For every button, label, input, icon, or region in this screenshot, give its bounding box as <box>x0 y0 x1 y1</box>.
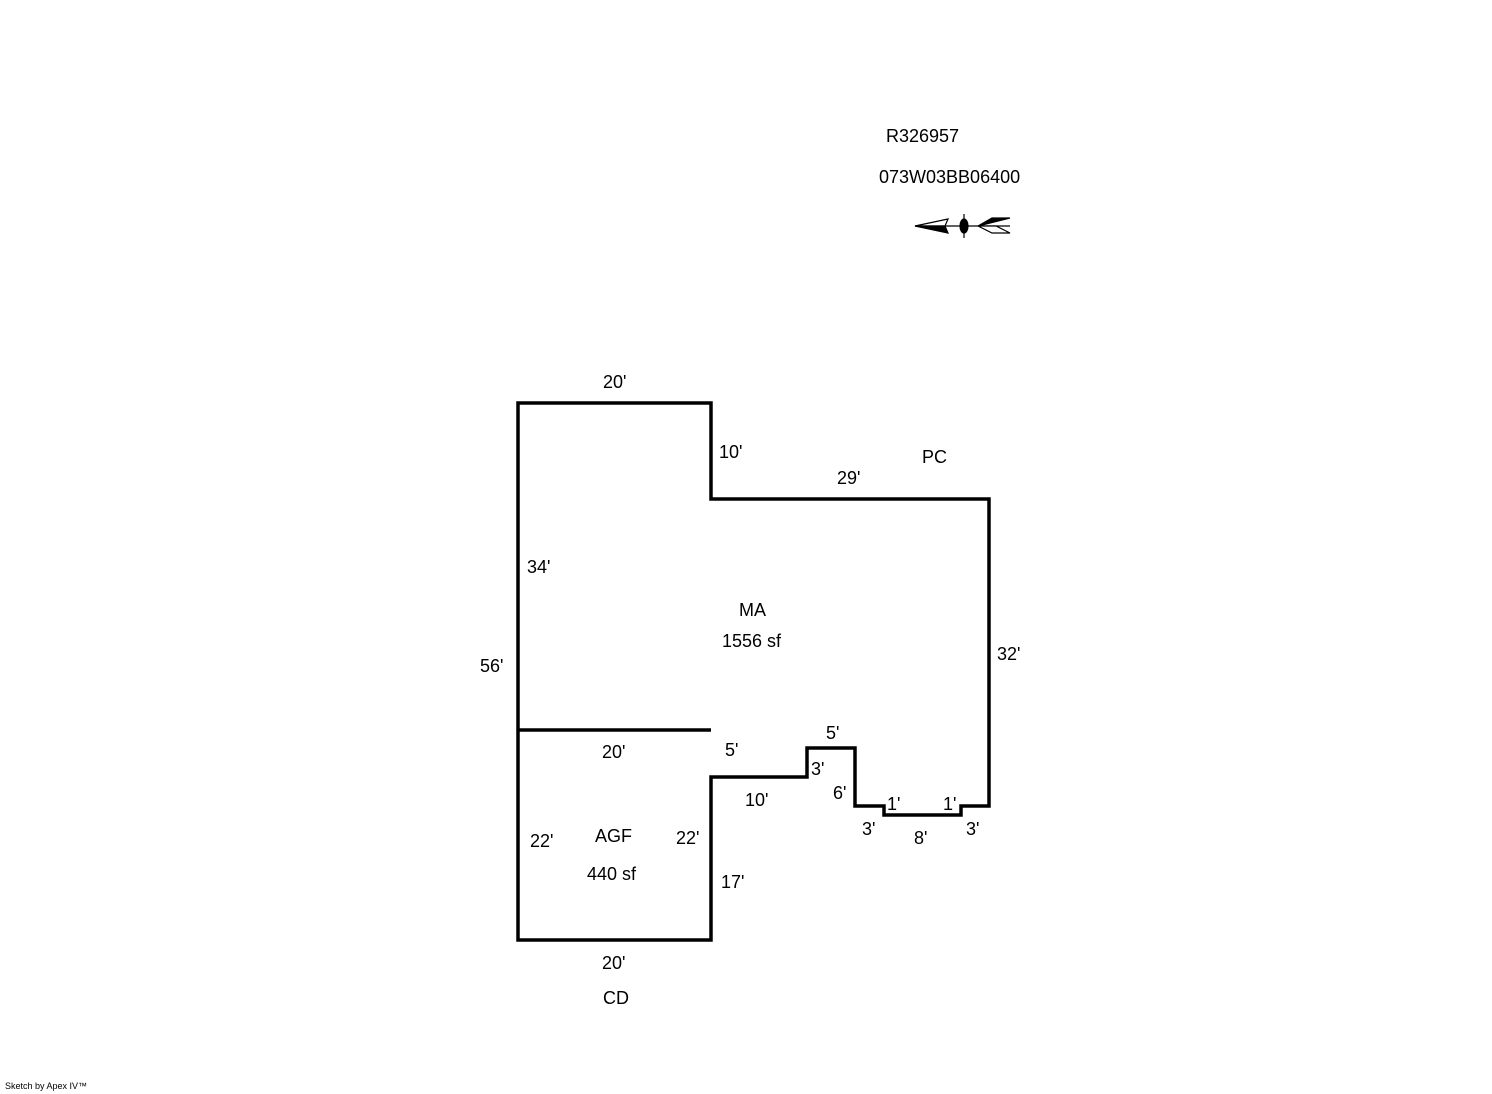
sketch-credit: Sketch by Apex IV™ <box>5 1081 88 1091</box>
dim-step-6: 6' <box>833 783 846 803</box>
area-ma-code: MA <box>739 600 766 620</box>
dim-step-1-right: 1' <box>943 794 956 814</box>
area-agf-code: AGF <box>595 826 632 846</box>
dim-step-3-right: 3' <box>966 819 979 839</box>
dim-step-3-left: 3' <box>862 819 875 839</box>
building-outline <box>516 401 991 942</box>
dim-ma-notch: 10' <box>719 442 742 462</box>
dim-step-8: 8' <box>914 828 927 848</box>
dim-agf-left: 22' <box>530 831 553 851</box>
map-tax-lot: 073W03BB06400 <box>879 167 1020 187</box>
dim-ma-upper-right: 29' <box>837 468 860 488</box>
label-pc: PC <box>922 447 947 467</box>
dim-step-3: 3' <box>811 759 824 779</box>
dim-ma-left-upper: 34' <box>527 557 550 577</box>
area-ma-size: 1556 sf <box>722 631 782 651</box>
dim-step-5-top: 5' <box>826 723 839 743</box>
dim-agf-side-17: 17' <box>721 872 744 892</box>
area-agf-size: 440 sf <box>587 864 637 884</box>
dim-step-10: 10' <box>745 790 768 810</box>
label-cd: CD <box>603 988 629 1008</box>
dim-agf-bottom: 20' <box>602 953 625 973</box>
dim-step-5-left: 5' <box>725 740 738 760</box>
account-id: R326957 <box>886 126 959 146</box>
dim-step-1-left: 1' <box>887 794 900 814</box>
main-area-outline <box>516 401 991 942</box>
dim-ma-right: 32' <box>997 644 1020 664</box>
north-arrow-icon <box>914 214 1011 238</box>
dim-agf-right: 22' <box>676 828 699 848</box>
dim-ma-top: 20' <box>603 372 626 392</box>
dim-agf-top: 20' <box>602 742 625 762</box>
dim-overall-left: 56' <box>480 656 503 676</box>
